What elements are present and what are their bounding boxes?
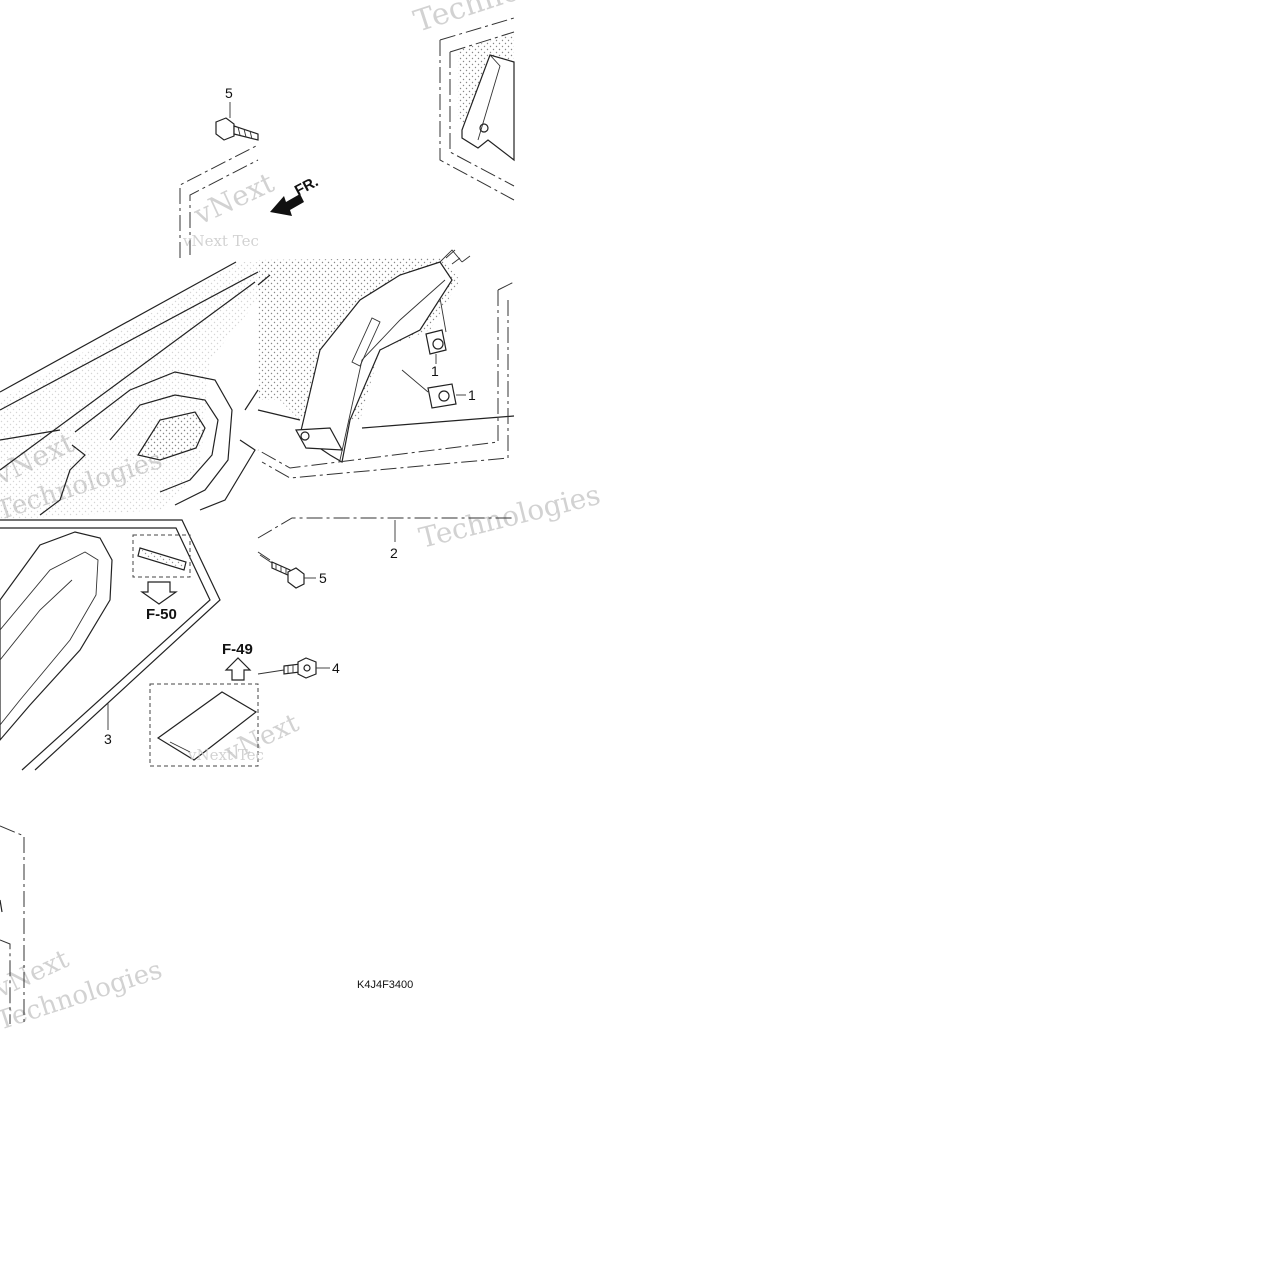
callout-1-a: 1 <box>431 363 439 379</box>
callout-2: 2 <box>390 545 398 561</box>
bolt-5-mid: 5 <box>259 554 327 589</box>
bolt-4: 4 <box>257 657 340 679</box>
ref-f49-group: F-49 <box>222 641 253 681</box>
emblem-box: F-50 <box>132 534 191 623</box>
clip-1-b: 1 <box>401 369 476 409</box>
frame-upper-left: vNext Tec <box>179 144 259 258</box>
callout-3: 3 <box>104 731 112 747</box>
front-arrow-label: FR. <box>292 173 321 199</box>
watermarks: Technologies vNext vNext Technologies Te… <box>0 0 609 1037</box>
callout-1-b: 1 <box>468 387 476 403</box>
part-2-leader: 2 <box>257 517 514 561</box>
inset-top-right <box>439 17 515 201</box>
watermark-technologies-right: Technologies <box>416 478 604 555</box>
fender-center <box>257 249 515 463</box>
label-card-box: vNext Tec <box>149 683 264 767</box>
frame-right <box>257 281 515 479</box>
ref-f49: F-49 <box>222 641 253 658</box>
watermark-vnext-tec-1: vNext Tec <box>182 232 259 250</box>
callout-5-top: 5 <box>225 85 233 101</box>
seat-panel: 3 <box>0 519 221 771</box>
watermark-vnext-upper: vNext <box>188 166 280 232</box>
clip-1-a: 1 <box>425 297 447 379</box>
bolt-5-top: 5 <box>215 85 259 141</box>
drawing-code: K4J4F3400 <box>357 979 413 991</box>
frame-bottom-left <box>0 825 25 1024</box>
callout-5-mid: 5 <box>319 570 327 586</box>
ref-f50: F-50 <box>146 606 177 623</box>
body-cowl <box>0 261 259 520</box>
callout-4: 4 <box>332 660 340 676</box>
watermark-vnext-tec-2: vNext Tec <box>187 746 264 764</box>
